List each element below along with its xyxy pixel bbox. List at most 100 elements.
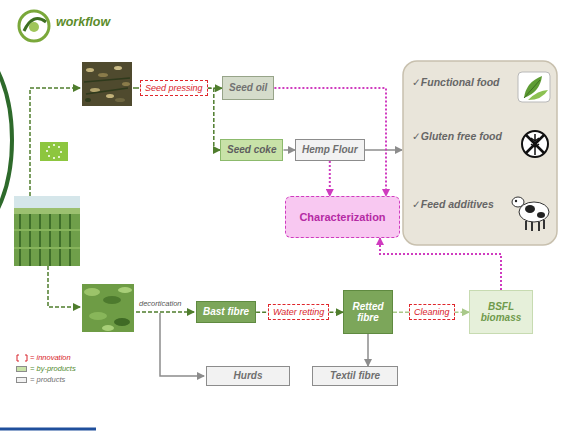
flow-connector bbox=[274, 88, 386, 196]
use-item: ✓Feed additives bbox=[412, 198, 510, 210]
node-text: Water retting bbox=[273, 307, 324, 317]
flow-connector bbox=[329, 161, 331, 196]
cow-icon bbox=[537, 212, 545, 218]
plant-photo bbox=[102, 325, 114, 331]
field-photo bbox=[20, 214, 70, 266]
field-photo bbox=[14, 208, 80, 214]
project-logo bbox=[19, 11, 49, 41]
product-box: Seed oil bbox=[222, 76, 274, 100]
organic-logo bbox=[58, 146, 60, 148]
legend-text: = by-products bbox=[30, 364, 76, 373]
flow-connector bbox=[329, 311, 343, 313]
cow-icon bbox=[512, 197, 524, 207]
node-text: Cleaning bbox=[414, 307, 450, 317]
node-text: Hurds bbox=[234, 370, 263, 382]
project-logo bbox=[29, 22, 39, 32]
field-photo bbox=[14, 196, 80, 266]
seed-photo bbox=[115, 98, 125, 102]
legend-swatch bbox=[16, 366, 27, 372]
legend-row: = innovation bbox=[16, 352, 76, 363]
diagram-title: workflow bbox=[56, 15, 110, 29]
biomass-box: BSFL biomass bbox=[469, 290, 533, 334]
flow-connector bbox=[208, 88, 221, 150]
product-box: Hemp Flour bbox=[295, 139, 365, 161]
organic-logo bbox=[60, 151, 62, 153]
plant-photo bbox=[82, 284, 134, 332]
seed-photo bbox=[84, 78, 130, 94]
flow-connector bbox=[393, 311, 409, 313]
flow-connector bbox=[380, 238, 501, 290]
step-label: decortication bbox=[139, 299, 182, 308]
field-photo bbox=[14, 196, 80, 266]
organic-logo bbox=[53, 157, 55, 159]
legend-text: = innovation bbox=[30, 353, 71, 362]
node-text: Seed pressing bbox=[145, 83, 203, 93]
flow-line bbox=[133, 87, 139, 89]
project-logo bbox=[19, 11, 49, 41]
field-photo bbox=[14, 230, 80, 248]
gluten-free-icon bbox=[526, 135, 544, 153]
node-text: Retted fibre bbox=[350, 301, 386, 324]
seed-photo bbox=[82, 62, 132, 106]
innovation-step: Water retting bbox=[268, 304, 329, 320]
leaf-icon bbox=[518, 72, 550, 102]
flow-connector bbox=[455, 311, 470, 313]
legend-row: = by-products bbox=[16, 363, 76, 374]
fibre-box: Bast fibre bbox=[196, 301, 256, 323]
seed-photo bbox=[106, 94, 114, 98]
node-text: Bast fibre bbox=[203, 306, 249, 318]
product-box: Textil fibre bbox=[312, 366, 398, 386]
flow-line bbox=[48, 266, 80, 307]
plant-photo bbox=[114, 318, 130, 326]
seed-photo bbox=[82, 62, 132, 106]
organic-logo bbox=[48, 155, 50, 157]
gluten-free-icon bbox=[522, 131, 548, 157]
plant-photo bbox=[118, 287, 132, 293]
project-logo bbox=[24, 19, 46, 31]
organic-logo bbox=[58, 156, 60, 158]
innovation-bracket bbox=[16, 354, 28, 362]
seed-photo bbox=[98, 73, 108, 77]
plant-photo bbox=[84, 288, 100, 296]
seed-photo bbox=[122, 82, 130, 86]
flow-connector bbox=[284, 149, 296, 151]
node-text: Hemp Flour bbox=[302, 144, 358, 156]
node-text: Seed coke bbox=[227, 144, 276, 156]
node-text: Characterization bbox=[299, 211, 385, 224]
cow-icon bbox=[515, 200, 517, 202]
leaf-icon bbox=[518, 72, 550, 102]
plant-photo bbox=[89, 312, 107, 320]
panel-bg bbox=[403, 61, 557, 245]
uses-panel: ✓Functional food✓Gluten free food✓Feed a… bbox=[402, 60, 558, 246]
cow-icon bbox=[512, 197, 549, 231]
legend-swatch bbox=[16, 377, 27, 383]
legend: = innovation = by-products= products bbox=[16, 352, 76, 385]
seed-photo bbox=[90, 88, 100, 92]
flow-connector bbox=[256, 311, 268, 313]
legend-row: = products bbox=[16, 374, 76, 385]
product-box: Hurds bbox=[206, 366, 290, 386]
field-photo bbox=[14, 196, 80, 208]
use-item: ✓Functional food bbox=[412, 76, 510, 88]
by-product-box: Seed coke bbox=[220, 139, 283, 161]
innovation-step: Cleaning bbox=[409, 304, 455, 320]
fibre-box: Retted fibre bbox=[343, 290, 393, 334]
characterization-box: Characterization bbox=[285, 196, 400, 238]
gluten-free-icon bbox=[522, 131, 548, 157]
seed-photo bbox=[114, 66, 122, 70]
organic-logo bbox=[40, 142, 68, 161]
flow-line bbox=[30, 88, 80, 196]
slide-arc bbox=[0, 38, 12, 242]
cow-icon bbox=[526, 220, 544, 231]
organic-logo bbox=[53, 144, 55, 146]
leaf-icon bbox=[524, 80, 540, 98]
slide-rule bbox=[0, 428, 96, 431]
node-text: Textil fibre bbox=[330, 370, 380, 382]
organic-logo bbox=[48, 146, 50, 148]
seed-photo bbox=[85, 98, 91, 102]
flow-connector bbox=[367, 334, 369, 366]
innovation-step: Seed pressing bbox=[140, 80, 208, 96]
cow-icon bbox=[519, 202, 549, 222]
